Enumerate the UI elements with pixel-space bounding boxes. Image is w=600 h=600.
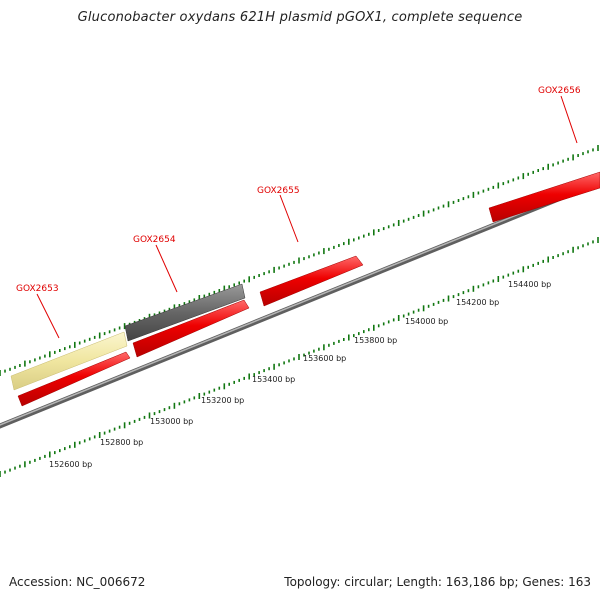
gene-feature-gox2654-selected[interactable] <box>124 283 246 342</box>
accession-text: Accession: NC_006672 <box>9 575 146 589</box>
upper-tick-scale <box>0 145 599 376</box>
gene-feature-gox2656[interactable] <box>488 171 600 223</box>
gene-track-lower <box>17 171 600 407</box>
scale-label: 154200 bp <box>456 298 499 307</box>
gene-label-gox2653[interactable]: GOX2653 <box>16 284 59 294</box>
scale-label: 153000 bp <box>150 417 193 426</box>
scale-label: 152800 bp <box>100 438 143 447</box>
gene-feature-gox2654-lower[interactable] <box>132 299 250 358</box>
gene-label-gox2654[interactable]: GOX2654 <box>133 235 176 245</box>
scale-label: 153400 bp <box>252 375 295 384</box>
gene-feature-gox2655[interactable] <box>259 255 364 307</box>
scale-label: 153600 bp <box>303 354 346 363</box>
scale-labels: 152600 bp 152800 bp 153000 bp 153200 bp … <box>49 280 551 469</box>
sequence-backbone <box>0 179 600 429</box>
genome-summary-text: Topology: circular; Length: 163,186 bp; … <box>284 575 591 589</box>
scale-label: 154400 bp <box>508 280 551 289</box>
map-title: Gluconobacter oxydans 621H plasmid pGOX1… <box>77 10 523 25</box>
gene-feature-gox2653-pseudo[interactable] <box>10 331 128 391</box>
scale-label: 153800 bp <box>354 336 397 345</box>
gene-label-gox2655[interactable]: GOX2655 <box>257 186 300 196</box>
scale-label: 152600 bp <box>49 460 92 469</box>
gene-feature-gox2653[interactable] <box>17 351 131 407</box>
lower-tick-scale <box>0 237 599 477</box>
gene-labels: GOX2653 GOX2654 GOX2655 GOX2656 <box>16 86 581 294</box>
gene-track-upper <box>10 283 246 391</box>
gene-callouts <box>36 95 578 339</box>
gene-label-gox2656[interactable]: GOX2656 <box>538 86 581 96</box>
scale-label: 153200 bp <box>201 396 244 405</box>
scale-label: 154000 bp <box>405 317 448 326</box>
